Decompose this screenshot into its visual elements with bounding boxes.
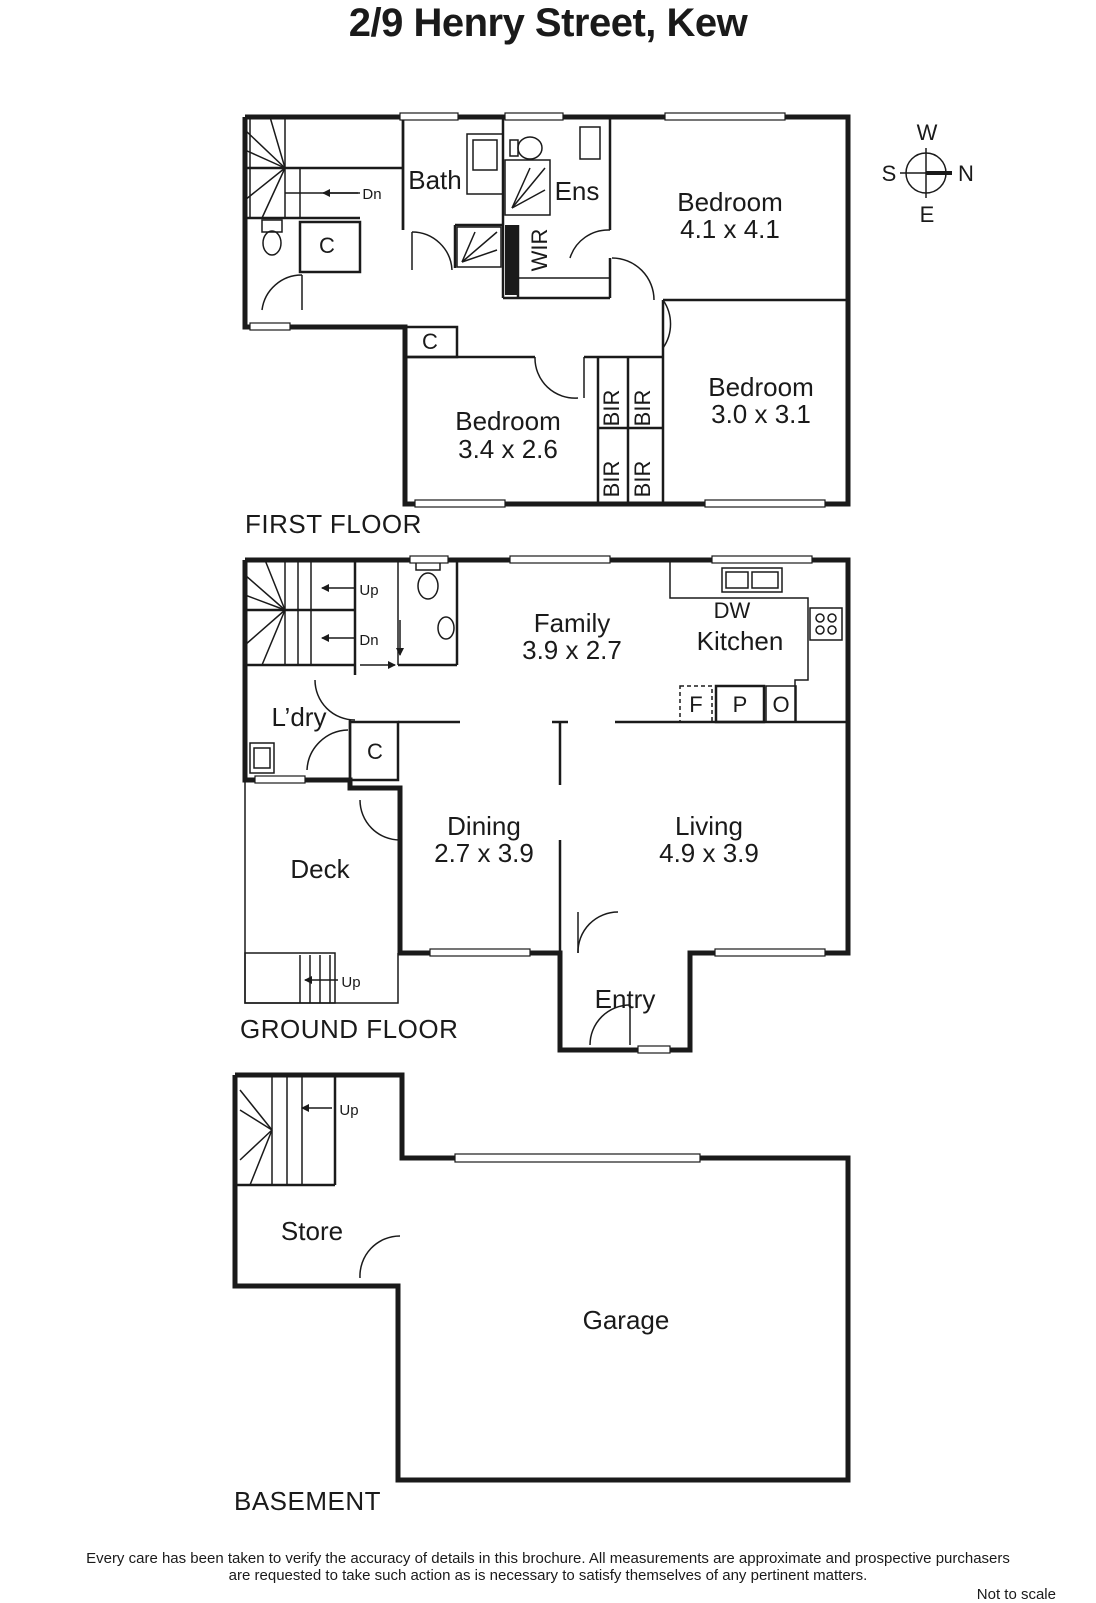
stairs-down-label: Dn [362, 186, 381, 203]
store-label: Store [281, 1216, 343, 1246]
cupboard-label: C [319, 233, 335, 258]
bedroom-1-size: 4.1 x 4.1 [680, 214, 780, 244]
kitchen-label: Kitchen [697, 626, 784, 656]
bedroom-2-size: 3.0 x 3.1 [711, 399, 811, 429]
bedroom-2-name: Bedroom [708, 372, 814, 402]
cupboard-label: C [367, 739, 383, 764]
disclaimer: Every care has been taken to verify the … [0, 1550, 1096, 1584]
stairs-down-label: Dn [359, 632, 378, 649]
stairs-up-label: Up [359, 582, 378, 599]
bir-label: BIR [599, 390, 624, 427]
family-name: Family [534, 608, 611, 638]
disclaimer-line-1: Every care has been taken to verify the … [86, 1550, 1010, 1567]
bedroom-3-name: Bedroom [455, 406, 561, 436]
not-to-scale-note: Not to scale [976, 1586, 1056, 1603]
basement-plan [232, 1072, 851, 1483]
living-name: Living [675, 811, 743, 841]
wir-label: WIR [527, 229, 552, 272]
basement-stairs-up-label: Up [339, 1102, 358, 1119]
first-floor-heading: FIRST FLOOR [245, 509, 422, 539]
fridge-label: F [689, 692, 702, 717]
bir-label: BIR [599, 461, 624, 498]
ensuite-label: Ens [555, 176, 600, 206]
dining-name: Dining [447, 811, 521, 841]
compass-north: N [958, 161, 974, 186]
bir-label: BIR [630, 390, 655, 427]
bir-label: BIR [630, 461, 655, 498]
dining-size: 2.7 x 3.9 [434, 838, 534, 868]
compass-east: E [920, 202, 935, 227]
family-size: 3.9 x 2.7 [522, 635, 622, 665]
cupboard-label: C [422, 329, 438, 354]
page-title: 2/9 Henry Street, Kew [348, 1, 748, 45]
ground-floor-plan [242, 555, 851, 1054]
bath-label: Bath [408, 165, 462, 195]
living-size: 4.9 x 3.9 [659, 838, 759, 868]
laundry-label: L’dry [272, 702, 327, 732]
dishwasher-label: DW [714, 598, 751, 623]
deck-label: Deck [290, 854, 350, 884]
basement-heading: BASEMENT [234, 1486, 381, 1516]
entry-label: Entry [595, 984, 656, 1014]
deck-stairs-up-label: Up [341, 974, 360, 991]
pantry-label: P [733, 692, 748, 717]
compass-west: W [917, 120, 938, 145]
compass-icon [900, 148, 952, 198]
first-floor-plan [242, 112, 851, 508]
ground-floor-heading: GROUND FLOOR [240, 1014, 458, 1044]
compass-south: S [882, 161, 897, 186]
garage-label: Garage [583, 1305, 670, 1335]
bedroom-1-name: Bedroom [677, 187, 783, 217]
oven-label: O [772, 692, 789, 717]
bedroom-3-size: 3.4 x 2.6 [458, 434, 558, 464]
disclaimer-line-2: are requested to take such action as is … [228, 1567, 868, 1584]
